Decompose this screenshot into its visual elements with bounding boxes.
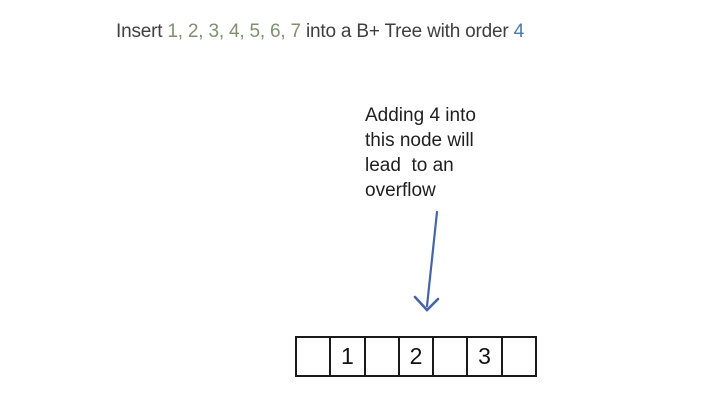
overflow-annotation: Adding 4 into this node will lead to an … (365, 105, 476, 201)
bptree-node: 1 2 3 (295, 336, 537, 377)
bptree-node-cell: 3 (468, 338, 503, 375)
bptree-node-cell: 1 (331, 338, 366, 375)
bptree-node-cell: 2 (400, 338, 435, 375)
bptree-node-cell (366, 338, 400, 375)
bptree-node-cell (503, 338, 535, 375)
title-insert-sequence: 1, 2, 3, 4, 5, 6, 7 (167, 21, 301, 42)
title-order-value: 4 (513, 21, 525, 42)
bptree-node-cell (297, 338, 332, 375)
title-prefix: Insert (116, 21, 168, 42)
bptree-node-cell (434, 338, 469, 375)
title-middle: into a B+ Tree with order (300, 21, 514, 42)
diagram-title: Insert 1, 2, 3, 4, 5, 6, 7 into a B+ Tre… (116, 21, 524, 43)
